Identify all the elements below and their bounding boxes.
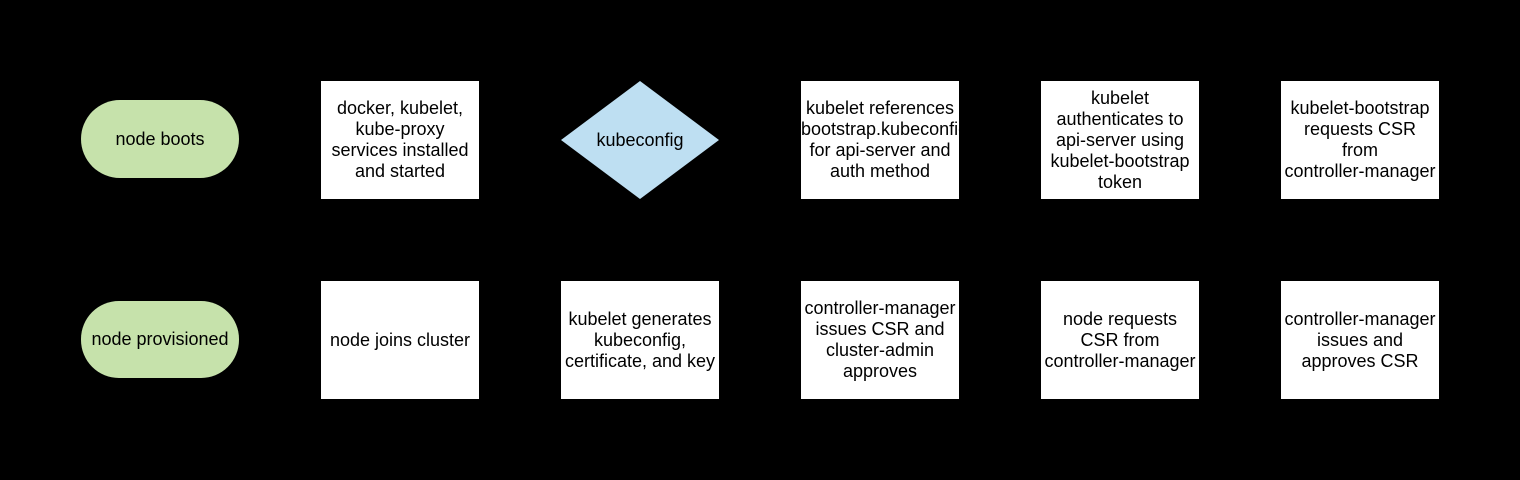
node-label: node provisioned	[91, 329, 229, 349]
node-label: kubelet generates kubeconfig, certificat…	[564, 308, 716, 371]
node-label: node joins cluster	[329, 329, 471, 350]
node-label: controller-manager issues and approves C…	[1284, 308, 1436, 371]
terminal-node-boots: node boots	[81, 100, 239, 178]
process-services-installed: docker, kubelet, kube-proxy services ins…	[321, 81, 479, 199]
terminal-node-provisioned: node provisioned	[81, 301, 239, 378]
node-label: kubelet-bootstrap requests CSR from cont…	[1284, 98, 1436, 181]
node-label: controller-manager issues CSR and cluste…	[804, 298, 956, 381]
process-kubelet-bootstrap-requests-csr: kubelet-bootstrap requests CSR from cont…	[1281, 81, 1439, 199]
node-label: node requests CSR from controller-manage…	[1044, 308, 1196, 371]
decision-kubeconfig: kubeconfig	[561, 81, 719, 199]
node-label: node boots	[115, 128, 205, 149]
process-cm-issues-csr-admin-approves: controller-manager issues CSR and cluste…	[801, 281, 959, 399]
process-kubelet-authenticates: kubelet authenticates to api-server usin…	[1041, 81, 1199, 199]
process-kubelet-references-bootstrap-kubeconfig: kubelet references bootstrap.kubeconfig …	[801, 81, 969, 199]
node-label: kubeconfig	[596, 129, 684, 150]
process-kubelet-generates: kubelet generates kubeconfig, certificat…	[561, 281, 719, 399]
process-node-requests-csr: node requests CSR from controller-manage…	[1041, 281, 1199, 399]
process-node-joins-cluster: node joins cluster	[321, 281, 479, 399]
process-cm-issues-and-approves-csr: controller-manager issues and approves C…	[1281, 281, 1439, 399]
node-label: kubelet authenticates to api-server usin…	[1050, 87, 1190, 192]
node-label: docker, kubelet, kube-proxy services ins…	[331, 98, 469, 181]
node-label: kubelet references bootstrap.kubeconfig …	[801, 98, 969, 181]
